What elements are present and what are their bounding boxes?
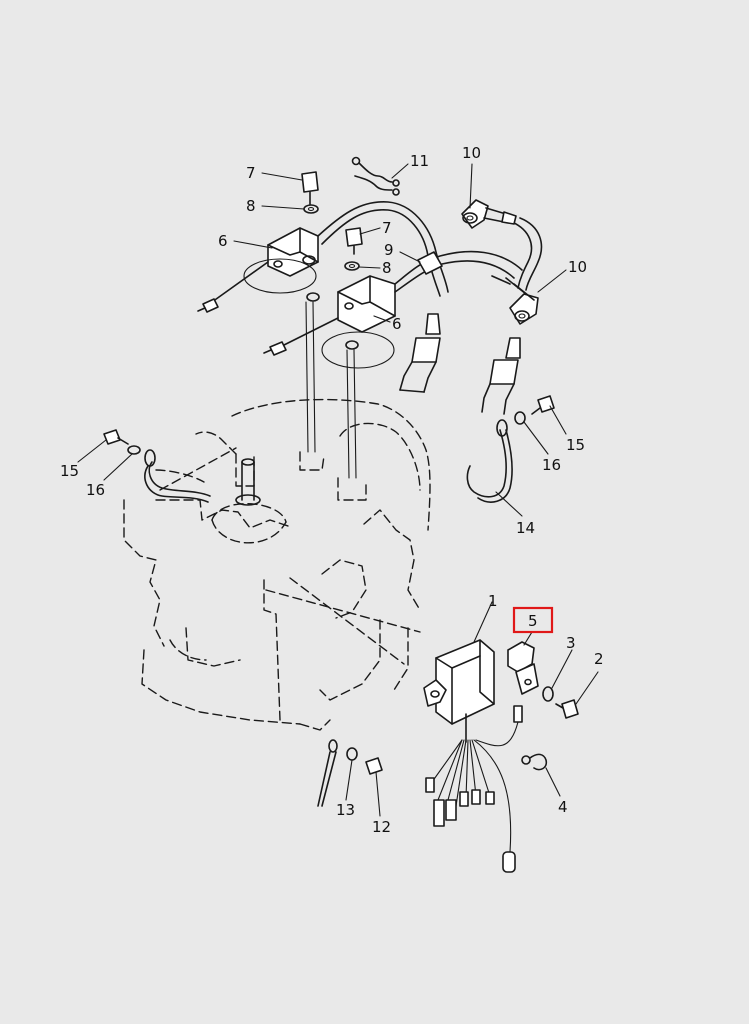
wire-clip — [521, 753, 548, 771]
washer-right — [514, 411, 526, 425]
callout-7-lower: 7 — [382, 219, 392, 237]
engine-block — [123, 398, 431, 731]
leader-lines — [77, 163, 599, 817]
callout-1: 1 — [488, 592, 498, 610]
callout-8-upper: 8 — [246, 197, 256, 215]
callout-12: 12 — [372, 818, 391, 836]
callout-11: 11 — [410, 152, 429, 170]
bolt-ground — [365, 757, 383, 775]
crankshaft-top — [235, 458, 261, 506]
callout-9: 9 — [384, 241, 394, 259]
callout-3: 3 — [566, 634, 576, 652]
ignition-coil-lower — [263, 275, 396, 369]
ground-lead-lower — [317, 739, 338, 807]
washer-left — [127, 445, 141, 455]
callout-15-right: 15 — [566, 436, 585, 454]
callout-10-upper: 10 — [462, 144, 481, 162]
spark-plug-right — [481, 337, 521, 415]
callout-14: 14 — [516, 519, 535, 537]
washer-cdi — [542, 686, 554, 702]
callout-5: 5 — [528, 612, 538, 630]
spark-plug-cap-lower — [491, 275, 539, 325]
callout-10-lower: 10 — [568, 258, 587, 276]
callout-15-left: 15 — [60, 462, 79, 480]
callout-6-upper: 6 — [218, 232, 228, 250]
bolt-left — [103, 429, 129, 445]
callout-16-left: 16 — [86, 481, 105, 499]
callout-8-lower: 8 — [382, 259, 392, 277]
ground-lead-left — [144, 449, 211, 503]
cable-clamp — [351, 156, 400, 196]
bolt-upper — [301, 171, 319, 205]
callout-4: 4 — [558, 798, 568, 816]
cdi-unit — [423, 639, 523, 873]
cdi-bracket — [507, 641, 539, 695]
washer-lower — [344, 261, 360, 271]
spark-plug-left — [399, 313, 441, 393]
bolt-lower — [345, 227, 363, 255]
washer-ground — [346, 747, 358, 761]
callout-labels: 7 8 6 7 9 8 6 11 10 10 15 16 15 16 14 1 … — [60, 144, 604, 836]
high-tension-leads — [317, 201, 543, 297]
ground-lead-right — [466, 419, 513, 503]
callout-2: 2 — [594, 650, 604, 668]
callout-16-right: 16 — [542, 456, 561, 474]
ignition-coil-upper — [197, 227, 319, 313]
callout-13: 13 — [336, 801, 355, 819]
spark-plug-cap-upper — [461, 199, 517, 229]
callout-6-lower: 6 — [392, 315, 402, 333]
bolt-cdi — [555, 699, 579, 719]
highlight-box — [512, 606, 554, 634]
bolt-right — [531, 395, 555, 415]
callout-7-upper: 7 — [246, 164, 256, 182]
washer-upper — [303, 204, 319, 214]
